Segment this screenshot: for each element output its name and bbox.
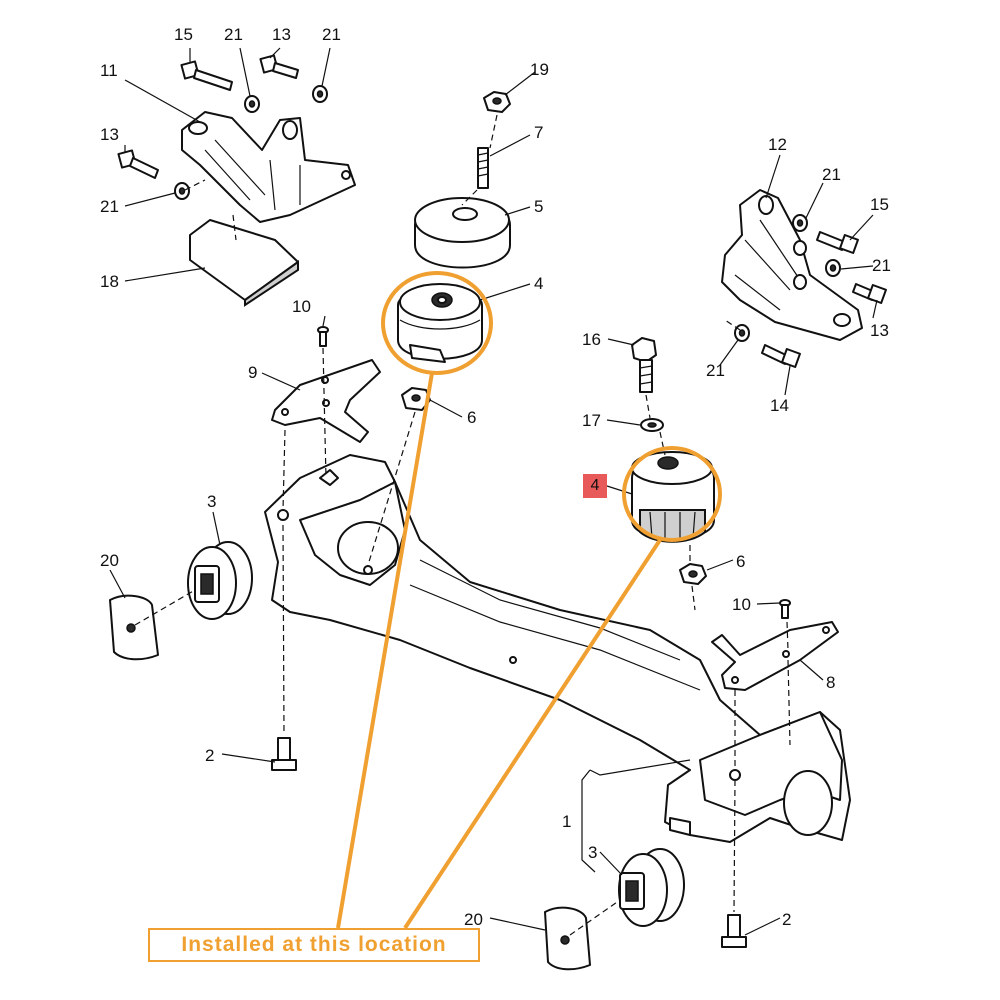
- assembly-lines: [134, 114, 791, 936]
- bushing-3-left: [187, 541, 253, 620]
- label-2-right: 2: [782, 910, 791, 929]
- screw-10-left: [317, 326, 329, 347]
- washer-21-a: [244, 95, 260, 113]
- callout-box: Installed at this location: [148, 928, 480, 962]
- label-21-a: 21: [224, 25, 243, 44]
- label-21-b: 21: [322, 25, 341, 44]
- bolt-15-left: [180, 60, 233, 91]
- label-20-left: 20: [100, 551, 119, 570]
- label-13-right: 13: [870, 321, 889, 340]
- washer-21-r1: [792, 214, 808, 232]
- label-14: 14: [770, 396, 789, 415]
- callout-line-upper: [336, 372, 434, 929]
- label-10-left: 10: [292, 297, 311, 316]
- label-15-right: 15: [870, 195, 889, 214]
- label-10-right: 10: [732, 595, 751, 614]
- label-21-r2: 21: [872, 256, 891, 275]
- washer-21-r2: [825, 259, 841, 277]
- label-9: 9: [248, 363, 257, 382]
- engine-mount-lower: [631, 451, 715, 543]
- label-19: 19: [530, 60, 549, 79]
- label-6-lower: 6: [736, 552, 745, 571]
- label-13-top: 13: [272, 25, 291, 44]
- label-1: 1: [562, 812, 571, 831]
- bracket-right: [721, 189, 863, 341]
- stud-7: [477, 147, 489, 189]
- bolt-16: [631, 337, 657, 393]
- label-4-upper: 4: [534, 274, 543, 293]
- callout-text: Installed at this location: [181, 933, 447, 956]
- nut-6-lower: [679, 563, 707, 585]
- label-7: 7: [534, 123, 543, 142]
- highlight-overlay: [336, 271, 722, 930]
- bolt-13-top: [259, 54, 299, 79]
- plate-9: [271, 359, 381, 443]
- highlight-ring-lower: [622, 446, 722, 542]
- block-part: [189, 219, 299, 307]
- washer-20-left: [109, 594, 159, 661]
- label-15-left: 15: [174, 25, 193, 44]
- callout-line-lower: [403, 538, 662, 930]
- label-21-r1: 21: [822, 165, 841, 184]
- washer-20-right: [544, 906, 591, 971]
- bolt-13-right: [852, 283, 887, 304]
- label-20-right: 20: [464, 910, 483, 929]
- highlighted-part-tag: 4: [583, 474, 607, 498]
- label-21-r3: 21: [706, 361, 725, 380]
- label-18: 18: [100, 272, 119, 291]
- label-16: 16: [582, 330, 601, 349]
- bolt-13-left: [117, 149, 159, 179]
- label-3-left: 3: [207, 492, 216, 511]
- bracket-left: [181, 111, 356, 223]
- label-12: 12: [768, 135, 787, 154]
- part-number-labels: 15 21 13 21 11 13 21 18 19 7 5 4 10 9 6 …: [100, 25, 891, 929]
- label-8: 8: [826, 673, 835, 692]
- engine-mount-upper: [397, 283, 483, 363]
- crossmember-frame: [264, 454, 851, 843]
- screw-10-right: [779, 599, 791, 619]
- bushing-3-right: [618, 848, 685, 927]
- washer-17: [640, 418, 664, 432]
- label-21-left: 21: [100, 197, 119, 216]
- label-2-left: 2: [205, 746, 214, 765]
- nut-19: [483, 91, 511, 113]
- leader-lines: [109, 47, 878, 936]
- label-13-left: 13: [100, 125, 119, 144]
- washer-21-left: [174, 182, 190, 200]
- washer-21-b: [312, 85, 328, 103]
- bolt-2-left: [271, 737, 297, 771]
- label-11: 11: [100, 61, 118, 80]
- highlight-ring-upper: [381, 271, 493, 375]
- label-6-upper: 6: [467, 408, 476, 427]
- rubber-pad-5: [414, 197, 511, 269]
- label-17: 17: [582, 411, 601, 430]
- bolt-14: [761, 344, 801, 368]
- label-3-right: 3: [588, 843, 597, 862]
- bolt-2-right: [721, 914, 747, 948]
- label-5: 5: [534, 197, 543, 216]
- plate-8: [711, 621, 839, 691]
- bolt-15-right: [816, 231, 859, 254]
